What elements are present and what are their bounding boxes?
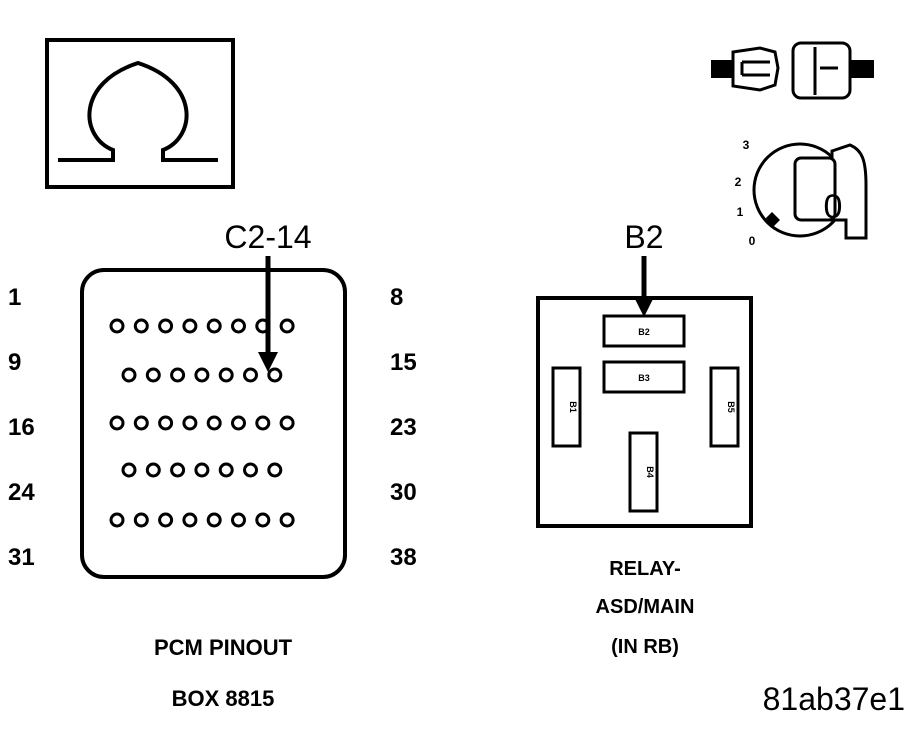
pcm-pin-21	[231, 415, 246, 431]
relay-callout-arrow	[634, 256, 654, 317]
pcm-pin-25	[145, 462, 161, 478]
relay-terminal-b3-label: B3	[638, 373, 650, 383]
ignition-position-3: 3	[743, 138, 750, 152]
pcm-pin-12	[194, 367, 210, 383]
pcm-pin-36	[231, 512, 246, 528]
pcm-pin-11	[170, 367, 186, 383]
pcm-pin-22	[255, 415, 271, 431]
relay-terminal-b4	[628, 431, 659, 513]
pcm-pin-26	[170, 462, 186, 478]
relay-terminal-b1-label: B1	[568, 401, 578, 413]
ignition-key-label: 0	[824, 188, 843, 226]
relay-callout-label: B2	[624, 219, 663, 255]
pcm-pin-34	[182, 512, 198, 528]
ignition-position-2: 2	[735, 175, 742, 189]
pcm-pin-24	[121, 462, 137, 478]
pcm-pin-5	[206, 318, 222, 334]
pcm-pin-18	[158, 415, 174, 431]
relay-terminal-b4-label: B4	[645, 466, 655, 478]
pcm-pin-29	[243, 462, 258, 478]
pcm-row-label-left-3: 16	[8, 414, 35, 441]
relay-caption-line2: ASD/MAIN	[596, 596, 695, 618]
pcm-pin-20	[206, 415, 222, 431]
pcm-row-label-left-5: 31	[8, 544, 35, 571]
pcm-row-label-right-5: 38	[390, 544, 417, 571]
pcm-pin-grid	[109, 318, 295, 528]
pcm-pin-3	[158, 318, 174, 334]
pcm-pin-37	[255, 512, 271, 528]
relay-terminal-b2	[602, 314, 686, 348]
relay-caption-line3: (IN RB)	[611, 636, 679, 658]
relay-caption-line1: RELAY-	[609, 558, 681, 580]
ohm-symbol-icon	[45, 38, 235, 189]
pcm-pin-33	[158, 512, 174, 528]
relay-terminal-b2-label: B2	[638, 327, 650, 337]
relay-terminal-b1	[551, 366, 582, 448]
pcm-row-label-left-1: 1	[8, 284, 21, 311]
pcm-pin-32	[133, 512, 149, 528]
pcm-pin-38	[279, 512, 295, 528]
relay-terminal-b3	[602, 360, 686, 394]
pcm-pin-8	[279, 318, 295, 334]
pcm-pin-35	[206, 512, 222, 528]
pcm-pin-6	[231, 318, 246, 334]
ignition-position-1: 1	[737, 205, 744, 219]
pcm-connector	[80, 268, 347, 579]
pcm-row-label-right-4: 30	[390, 479, 417, 506]
ignition-key-icon: 0 3 2 1 0	[735, 138, 868, 248]
pcm-row-label-left-4: 24	[8, 479, 35, 506]
pcm-pin-15	[267, 367, 283, 383]
pcm-pin-28	[218, 462, 234, 478]
pcm-pin-30	[267, 462, 283, 478]
figure-id: 81ab37e1	[763, 681, 905, 717]
ignition-position-0: 0	[749, 234, 756, 248]
pcm-pin-10	[145, 367, 161, 383]
disconnected-connector-icon	[711, 41, 874, 100]
pcm-pin-2	[133, 318, 149, 334]
pcm-row-label-right-2: 15	[390, 349, 417, 376]
relay-terminal-b5	[709, 366, 740, 448]
pcm-pin-4	[182, 318, 198, 334]
pcm-pin-16	[109, 415, 125, 431]
pcm-pin-31	[109, 512, 125, 528]
pcm-pin-9	[121, 367, 137, 383]
pcm-pin-13	[218, 367, 234, 383]
pcm-pin-19	[182, 415, 198, 431]
pcm-pin-17	[133, 415, 149, 431]
pcm-row-label-right-1: 8	[390, 284, 403, 311]
pcm-row-label-left-2: 9	[8, 349, 21, 376]
pcm-pin-27	[194, 462, 210, 478]
pcm-pin-23	[279, 415, 295, 431]
pcm-callout-label: C2-14	[224, 219, 311, 255]
pcm-row-label-right-3: 23	[390, 414, 417, 441]
pcm-callout-arrow	[258, 256, 278, 372]
pcm-caption-line1: PCM PINOUT	[154, 635, 293, 660]
pcm-caption-line2: BOX 8815	[172, 686, 275, 711]
pcm-pin-14	[243, 367, 258, 383]
relay-body: B2 B3 B1 B5 B4	[536, 296, 753, 528]
pcm-pin-1	[109, 318, 125, 334]
relay-terminal-b5-label: B5	[726, 401, 736, 413]
